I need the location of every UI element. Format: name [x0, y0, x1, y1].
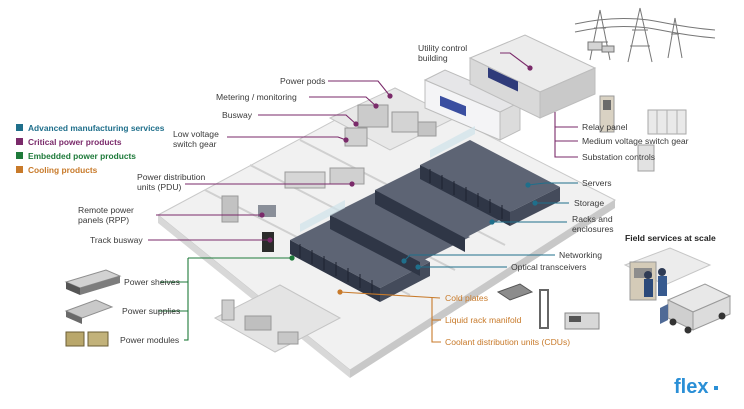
- label-field-services: Field services at scale: [625, 233, 716, 243]
- label-racks-2: enclosures: [572, 224, 614, 234]
- label-optical: Optical transceivers: [511, 262, 586, 272]
- label-relay-panel: Relay panel: [582, 122, 627, 132]
- label-power-pods: Power pods: [280, 76, 325, 86]
- equipment-room: [213, 284, 342, 353]
- legend-swatch-advanced: [16, 124, 23, 131]
- label-networking: Networking: [559, 250, 602, 260]
- label-busway: Busway: [222, 110, 253, 120]
- label-pdu-2: units (PDU): [137, 182, 182, 192]
- label-lv-switch-2: switch gear: [173, 139, 217, 149]
- label-racks: Racks and: [572, 214, 613, 224]
- label-track-busway: Track busway: [90, 235, 143, 245]
- legend: Advanced manufacturing services Critical…: [16, 123, 165, 175]
- label-cdu: Coolant distribution units (CDUs): [445, 337, 570, 347]
- label-mv-switch: Medium voltage switch gear: [582, 136, 689, 146]
- flex-logo: flex: [674, 376, 718, 398]
- label-servers: Servers: [582, 178, 612, 188]
- legend-swatch-embedded: [16, 152, 23, 159]
- switchgear-images: [599, 95, 687, 172]
- callout-labels: Utility control building Power pods Mete…: [78, 43, 716, 347]
- legend-label-advanced: Advanced manufacturing services: [28, 123, 165, 133]
- legend-swatch-cooling: [16, 166, 23, 173]
- callout-dots: [259, 65, 538, 295]
- label-cold-plates: Cold plates: [445, 293, 488, 303]
- legend-label-embedded: Embedded power products: [28, 151, 136, 161]
- label-power-shelves: Power sheives: [124, 277, 180, 287]
- label-substation: Substation controls: [582, 152, 655, 162]
- power-pod-room: [328, 69, 522, 151]
- label-utility-control: Utility control: [418, 43, 467, 53]
- utility-building: [468, 34, 597, 119]
- brand-logo-text: flex: [674, 376, 708, 398]
- label-lv-switch: Low voltage: [173, 129, 219, 139]
- label-utility-control-2: building: [418, 53, 448, 63]
- label-storage: Storage: [574, 198, 604, 208]
- field-services-scene: [623, 247, 732, 334]
- legend-label-cooling: Cooling products: [28, 165, 98, 175]
- label-pdu: Power distribution: [137, 172, 206, 182]
- rack-rows: [290, 126, 560, 302]
- substation-towers: [574, 7, 716, 63]
- legend-label-critical: Critical power products: [28, 137, 122, 147]
- label-power-modules: Power modules: [120, 335, 179, 345]
- label-metering: Metering / monitoring: [216, 92, 297, 102]
- leader-lines: [148, 52, 578, 343]
- label-rpp: Remote power: [78, 205, 134, 215]
- label-rpp-2: panels (RPP): [78, 215, 129, 225]
- label-liquid-manifold: Liquid rack manifold: [445, 315, 522, 325]
- product-images: [64, 269, 122, 347]
- legend-swatch-critical: [16, 138, 23, 145]
- cooling-images: [496, 283, 600, 330]
- label-power-supplies: Power supplies: [122, 306, 180, 316]
